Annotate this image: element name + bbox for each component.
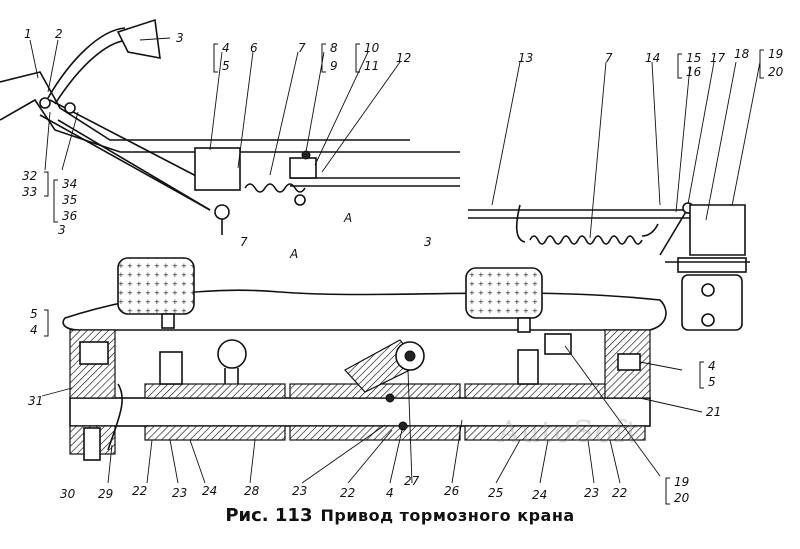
section-mark-a-bottom: А	[289, 247, 298, 261]
label-34: 34	[62, 177, 77, 191]
label-13: 13	[518, 51, 533, 65]
label-3-right: 3	[424, 235, 432, 249]
label-26: 26	[444, 484, 460, 498]
pedal-pad-left	[117, 257, 195, 315]
label-30: 30	[60, 487, 76, 501]
label-33: 33	[22, 185, 37, 199]
label-19-top: 19	[768, 47, 783, 61]
label-7-mid: 7	[240, 235, 248, 249]
label-23-left: 23	[172, 486, 187, 500]
figure-caption: Рис. 113 Привод тормозного крана	[0, 505, 800, 526]
pedal-shaft-plan-view	[62, 257, 667, 461]
label-1: 1	[24, 27, 32, 41]
label-20-top: 20	[768, 65, 784, 79]
leader-lines	[29, 37, 761, 484]
label-25: 25	[488, 486, 503, 500]
part-labels: 1 2 3 4 5 6 7 8 9 10 11 12 13 7 14 15 16…	[22, 27, 784, 505]
label-29: 29	[98, 487, 113, 501]
label-23-right: 23	[584, 486, 599, 500]
brake-valve-side-view	[468, 202, 750, 331]
label-8: 8	[330, 41, 338, 55]
label-7-top: 7	[298, 41, 306, 55]
label-24-left: 24	[202, 484, 217, 498]
label-14: 14	[645, 51, 660, 65]
label-24-right: 24	[532, 488, 547, 502]
label-4-mid: 4	[386, 486, 394, 500]
label-brackets	[44, 43, 764, 505]
caption-number: Рис. 113	[225, 505, 313, 526]
label-22-left: 22	[132, 484, 147, 498]
label-7-right: 7	[605, 51, 613, 65]
label-31: 31	[28, 394, 43, 408]
label-15: 15	[686, 51, 701, 65]
label-2: 2	[55, 27, 63, 41]
pedal-side-view	[0, 18, 460, 235]
shaft	[69, 397, 651, 427]
label-10: 10	[364, 41, 380, 55]
pedal-pivot-bolt	[214, 204, 230, 220]
label-22-mid: 22	[340, 486, 355, 500]
label-11: 11	[364, 59, 379, 73]
pedal-pad-right	[465, 267, 543, 319]
label-27: 27	[404, 474, 420, 488]
label-36: 36	[62, 209, 78, 223]
label-16: 16	[686, 65, 702, 79]
label-23-mid: 23	[292, 484, 307, 498]
label-4-top: 4	[222, 41, 230, 55]
label-21: 21	[706, 405, 721, 419]
label-3-left: 3	[58, 223, 66, 237]
label-12: 12	[396, 51, 411, 65]
label-4-left: 4	[30, 323, 38, 337]
label-18: 18	[734, 47, 750, 61]
label-5-left: 5	[30, 307, 38, 321]
label-5-top: 5	[222, 59, 230, 73]
label-35: 35	[62, 193, 77, 207]
label-3-top: 3	[176, 31, 184, 45]
label-22-right: 22	[612, 486, 627, 500]
label-4-right: 4	[708, 359, 716, 373]
label-17: 17	[710, 51, 726, 65]
label-9: 9	[330, 59, 338, 73]
label-5-right: 5	[708, 375, 716, 389]
watermark: AutoSoft	[498, 415, 639, 450]
label-28: 28	[244, 484, 260, 498]
label-6: 6	[250, 41, 258, 55]
caption-text: Привод тормозного крана	[320, 506, 575, 525]
label-32: 32	[22, 169, 37, 183]
pedal-pad-side	[116, 18, 161, 59]
label-19-bottom: 19	[674, 475, 689, 489]
label-20-bottom: 20	[674, 491, 690, 505]
brake-valve-body	[681, 274, 743, 331]
section-mark-a-top: А	[343, 211, 352, 225]
